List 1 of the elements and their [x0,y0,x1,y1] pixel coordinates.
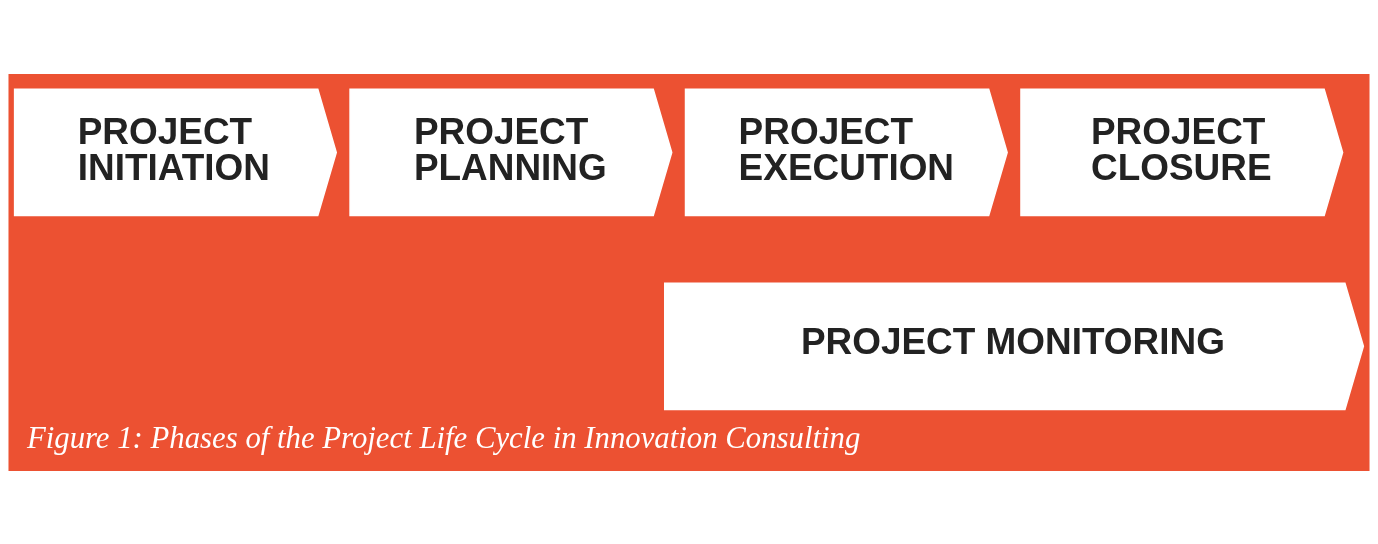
caption: Figure 1: Phases of the Project Life Cycle in Innovation Consulting [26,420,861,455]
